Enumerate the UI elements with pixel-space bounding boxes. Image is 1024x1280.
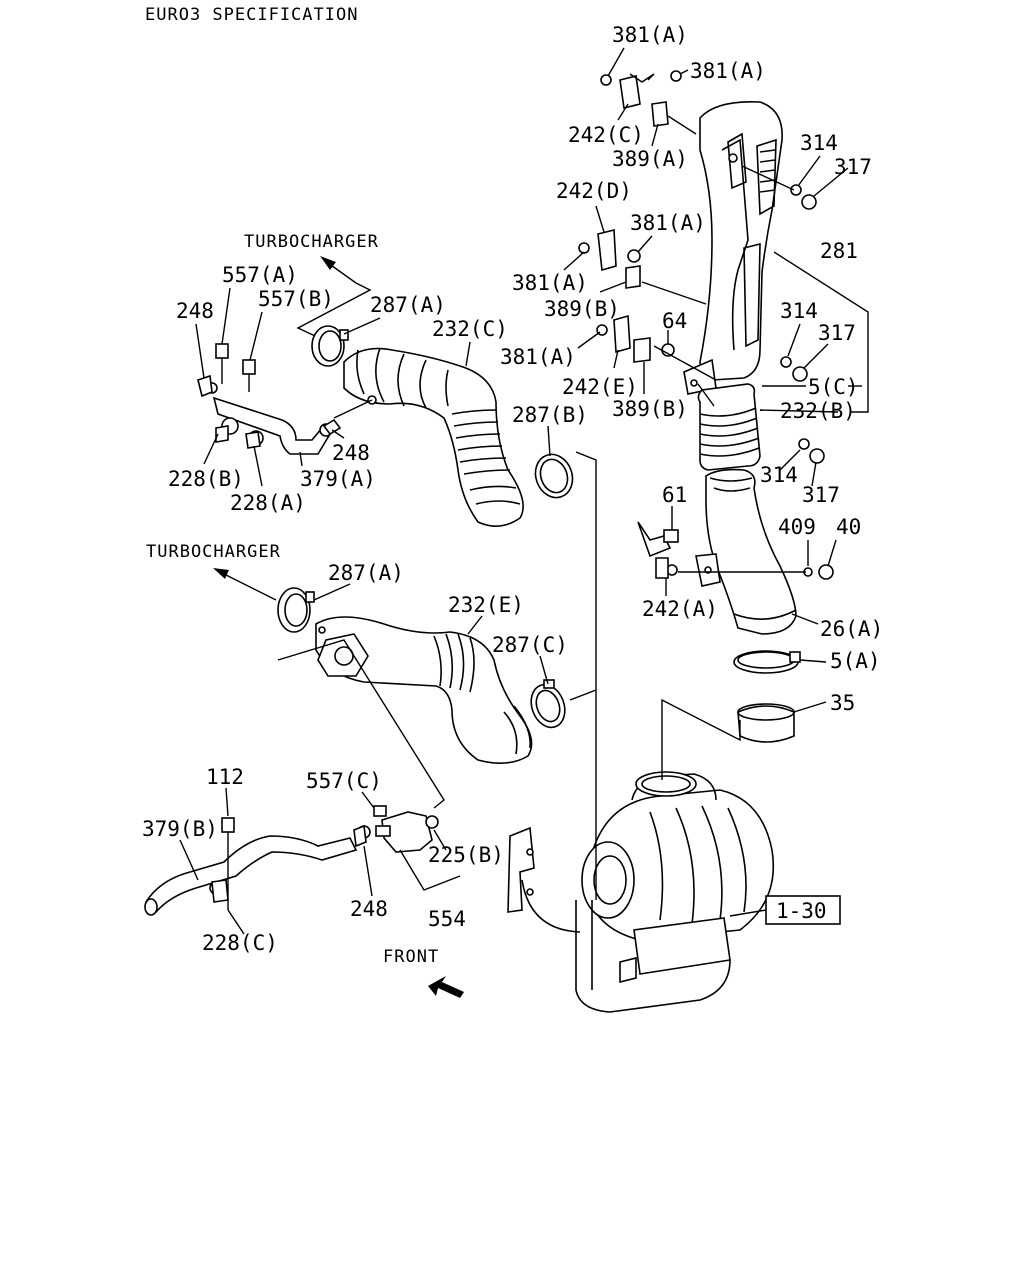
callout-242a: 242(A) (642, 597, 718, 621)
front-arrow (428, 976, 464, 998)
fitting-225b (357, 805, 439, 853)
callout-248-3: 248 (350, 897, 388, 921)
clamp-287a-top (311, 325, 349, 367)
callout-557b: 557(B) (258, 287, 334, 311)
callout-232e: 232(E) (448, 593, 524, 617)
callout-228c: 228(C) (202, 931, 278, 955)
air-intake-duct-281 (683, 101, 783, 395)
callout-389b-2: 389(B) (612, 397, 688, 421)
seal-ring-35 (737, 703, 795, 743)
hose-232c (343, 347, 524, 527)
ref-box-label: 1-30 (776, 899, 827, 923)
callout-381a-1: 381(A) (612, 23, 688, 47)
callout-35: 35 (830, 691, 855, 715)
turbocharger-arrow-mid (213, 568, 277, 601)
callout-labels: 381(A) 381(A) 242(C) 389(A) 314 317 242(… (142, 23, 883, 955)
air-cleaner-assembly (507, 771, 775, 1013)
clamp-287c (530, 679, 566, 729)
callout-314-1: 314 (800, 131, 838, 155)
callout-242d: 242(D) (556, 179, 632, 203)
callout-317-1: 317 (834, 155, 872, 179)
bolt-557a (215, 343, 229, 384)
callout-554: 554 (428, 907, 466, 931)
callout-381a-5: 381(A) (500, 345, 576, 369)
hose-232e (315, 616, 533, 764)
callout-379b: 379(B) (142, 817, 218, 841)
callout-381a-3: 381(A) (630, 211, 706, 235)
turbocharger-label-mid: TURBOCHARGER (146, 542, 281, 562)
callout-228b: 228(B) (168, 467, 244, 491)
pipe-379b (144, 835, 358, 916)
callout-557c: 557(C) (306, 769, 382, 793)
callout-389a: 389(A) (612, 147, 688, 171)
callout-317-3: 317 (802, 483, 840, 507)
leader-lines (179, 47, 869, 935)
spec-title: EURO3 SPECIFICATION (145, 5, 358, 25)
callout-314-3: 314 (760, 463, 798, 487)
callout-379a: 379(A) (300, 467, 376, 491)
callout-225b: 225(B) (428, 843, 504, 867)
callout-5a: 5(A) (830, 649, 881, 673)
pipe-379a (206, 382, 333, 455)
callout-409: 409 (778, 515, 816, 539)
callout-557a: 557(A) (222, 263, 298, 287)
turbocharger-label-top: TURBOCHARGER (244, 232, 379, 252)
callout-64: 64 (662, 309, 687, 333)
clamp-287a-mid (277, 587, 315, 633)
callout-61: 61 (662, 483, 687, 507)
callout-5c: 5(C) (808, 375, 859, 399)
callout-112: 112 (206, 765, 244, 789)
callout-232c: 232(C) (432, 317, 508, 341)
bolt-557b (242, 359, 256, 392)
callout-287a-2: 287(A) (328, 561, 404, 585)
callout-40: 40 (836, 515, 861, 539)
callout-248-2: 248 (332, 441, 370, 465)
callout-287c: 287(C) (492, 633, 568, 657)
callout-389b-1: 389(B) (544, 297, 620, 321)
callout-26a: 26(A) (820, 617, 883, 641)
callout-228a: 228(A) (230, 491, 306, 515)
ref-box-1-30: 1-30 (765, 895, 841, 925)
callout-381a-4: 381(A) (512, 271, 588, 295)
callout-232b: 232(B) (780, 399, 856, 423)
callout-317-2: 317 (818, 321, 856, 345)
elbow-duct-26a (695, 468, 797, 635)
callout-242c: 242(C) (568, 123, 644, 147)
clamp-5a (733, 650, 801, 674)
front-label: FRONT (383, 947, 439, 967)
callout-287a-1: 287(A) (370, 293, 446, 317)
callout-381a-2: 381(A) (690, 59, 766, 83)
callout-242e: 242(E) (562, 375, 638, 399)
callout-314-2: 314 (780, 299, 818, 323)
callout-281: 281 (820, 239, 858, 263)
clamp-287b (534, 453, 574, 499)
callout-287b: 287(B) (512, 403, 588, 427)
fasteners-upper (197, 70, 834, 903)
callout-248-1: 248 (176, 299, 214, 323)
